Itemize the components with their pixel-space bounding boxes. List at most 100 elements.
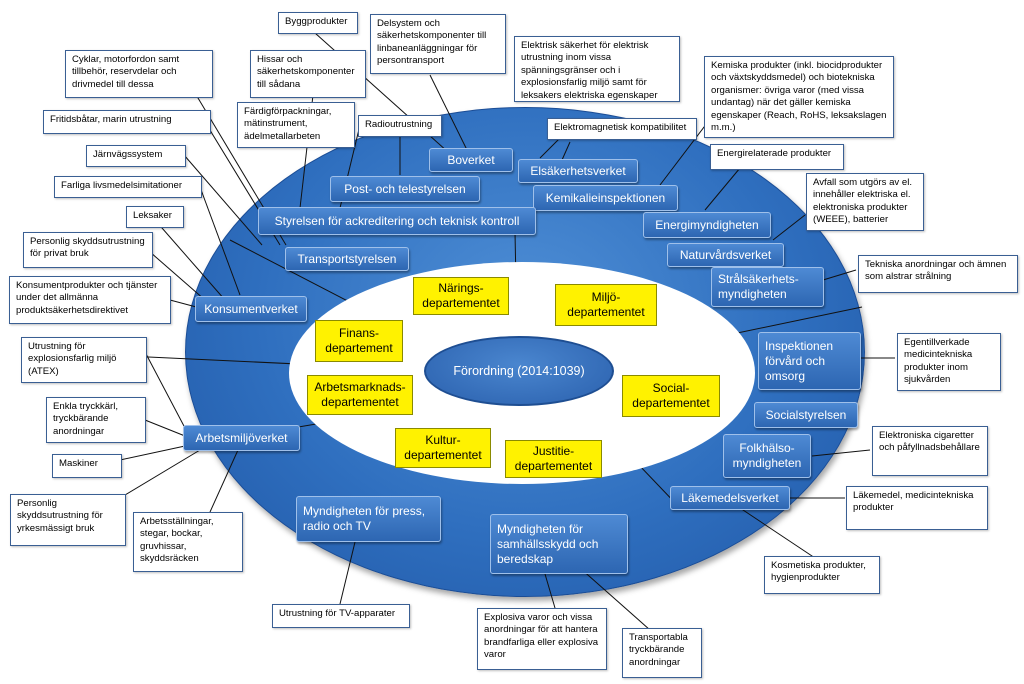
note-text: Delsystem och säkerhetskomponenter till …: [377, 18, 487, 67]
note-text: Färdigförpackningar, mätinstrument, ädel…: [244, 106, 332, 142]
note-elektroniska-cigaretter: Elektroniska cigaretter och påfyllnadsbe…: [872, 426, 988, 476]
agency-label: Arbetsmiljöverket: [195, 430, 288, 445]
note-text: Konsumentprodukter och tjänster under de…: [16, 280, 158, 316]
agency-arbetsmiljoverket: Arbetsmiljöverket: [183, 425, 300, 451]
note-text: Utrustning för TV-apparater: [279, 608, 396, 619]
note-text: Byggprodukter: [285, 16, 348, 27]
note-text: Energirelaterade produkter: [717, 148, 832, 159]
agency-stralsakerhetsmyndigheten: Strålsäkerhets- myndigheten: [711, 267, 824, 307]
note-delsystem: Delsystem och säkerhetskomponenter till …: [370, 14, 506, 74]
note-text: Avfall som utgörs av el. innehåller elek…: [813, 177, 913, 226]
note-text: Utrustning för explosionsfarlig miljö (A…: [28, 341, 117, 377]
connector: [704, 167, 741, 211]
note-text: Personlig skyddsutrustning för yrkesmäss…: [17, 498, 103, 534]
agency-transportstyrelsen: Transportstyrelsen: [285, 247, 409, 271]
note-text: Elektroniska cigaretter och påfyllnadsbe…: [879, 430, 980, 454]
note-egentillverkade: Egentillverkade medicintekniska produkte…: [897, 333, 1001, 391]
connector: [144, 351, 186, 429]
note-atex: Utrustning för explosionsfarlig miljö (A…: [21, 337, 147, 383]
note-text: Hissar och säkerhetskomponenter till såd…: [257, 54, 355, 90]
agency-label: Post- och telestyrelsen: [344, 181, 466, 196]
agency-socialstyrelsen: Socialstyrelsen: [754, 402, 858, 428]
agency-label: Elsäkerhetsverket: [530, 163, 626, 178]
note-farliga-livsmedel: Farliga livsmedelsimitationer: [54, 176, 202, 198]
agency-label: Konsumentverket: [204, 301, 298, 316]
note-text: Elektrisk säkerhet för elektrisk utrustn…: [521, 40, 658, 101]
dept-label: Finans- departement: [325, 325, 393, 355]
note-cyklar: Cyklar, motorfordon samt tillbehör, rese…: [65, 50, 213, 98]
connector: [183, 154, 263, 246]
note-text: Läkemedel, medicintekniska produkter: [853, 490, 974, 514]
agency-label: Läkemedelsverket: [681, 490, 779, 505]
note-energirelaterade: Energirelaterade produkter: [710, 144, 844, 170]
note-leksaker: Leksaker: [126, 206, 184, 228]
connector: [579, 567, 651, 631]
note-text: Leksaker: [133, 210, 172, 221]
dept-label: Kultur- departementet: [404, 432, 482, 462]
note-tekniska-anordningar: Tekniska anordningar och ämnen som alstr…: [858, 255, 1018, 293]
connector: [149, 251, 206, 301]
agency-ivo: Inspektionen förvård och omsorg: [758, 332, 861, 390]
note-text: Explosiva varor och vissa anordningar fö…: [484, 612, 599, 661]
note-radioutrustning: Radioutrustning: [358, 115, 442, 137]
agency-boverket: Boverket: [429, 148, 513, 172]
note-text: Personlig skyddsutrustning för privat br…: [30, 236, 145, 260]
note-text: Kosmetiska produkter, hygienprodukter: [771, 560, 866, 584]
connector: [544, 573, 556, 609]
agency-label: Folkhälso- myndigheten: [732, 441, 802, 470]
agency-elsakerhetsverket: Elsäkerhetsverket: [518, 159, 638, 183]
note-elektrisk: Elektrisk säkerhet för elektrisk utrustn…: [514, 36, 680, 102]
agency-swedac: Styrelsen för ackreditering och teknisk …: [258, 207, 536, 235]
agency-label: Strålsäkerhets- myndigheten: [718, 272, 799, 301]
note-maskiner: Maskiner: [52, 454, 122, 478]
dept-label: Arbetsmarknads- departementet: [314, 379, 406, 409]
agency-label: Naturvårdsverket: [679, 247, 772, 262]
agency-energimyndigheten: Energimyndigheten: [643, 212, 771, 238]
note-byggprodukter: Byggprodukter: [278, 12, 358, 34]
note-text: Farliga livsmedelsimitationer: [61, 180, 183, 191]
note-personlig-privat: Personlig skyddsutrustning för privat br…: [23, 232, 153, 268]
agency-label: Styrelsen för ackreditering och teknisk …: [274, 213, 520, 228]
connector: [119, 445, 186, 461]
connector: [209, 449, 239, 513]
note-text: Enkla tryckkärl, tryckbärande anordninga…: [53, 401, 119, 437]
connector: [154, 219, 226, 301]
connector: [822, 269, 857, 281]
note-avfall: Avfall som utgörs av el. innehåller elek…: [806, 173, 924, 231]
dept-label: Justitie- departementet: [514, 443, 593, 473]
connector: [124, 449, 201, 496]
agency-post-telestyrelsen: Post- och telestyrelsen: [330, 176, 480, 202]
agency-naturvardsverket: Naturvårdsverket: [667, 243, 784, 267]
note-kosmetiska: Kosmetiska produkter, hygienprodukter: [764, 556, 880, 594]
connector: [561, 141, 571, 161]
agency-label: Boverket: [447, 152, 495, 167]
dept-socialdepartementet: Social- departementet: [622, 375, 720, 417]
agency-label: Inspektionen förvård och omsorg: [765, 338, 834, 383]
note-lakemedel: Läkemedel, medicintekniska produkter: [846, 486, 988, 530]
connector: [429, 74, 469, 153]
note-elektromagnetisk: Elektromagnetisk kompatibilitet: [547, 118, 697, 140]
note-personlig-yrke: Personlig skyddsutrustning för yrkesmäss…: [10, 494, 126, 546]
note-transportabla: Transportabla tryckbärande anordningar: [622, 628, 702, 678]
dept-label: Social- departementet: [632, 380, 710, 410]
connector: [772, 214, 806, 241]
note-tv-apparater: Utrustning för TV-apparater: [272, 604, 410, 628]
dept-label: Närings- departementet: [422, 280, 500, 310]
note-enkla-tryckkarl: Enkla tryckkärl, tryckbärande anordninga…: [46, 397, 146, 443]
dept-kulturdepartementet: Kultur- departementet: [395, 428, 491, 468]
note-text: Transportabla tryckbärande anordningar: [629, 632, 688, 668]
agency-konsumentverket: Konsumentverket: [195, 296, 307, 322]
agency-label: Myndigheten för samhällsskydd och bereds…: [497, 521, 599, 566]
note-arbetsstallningar: Arbetsställningar, stegar, bockar, gruvh…: [133, 512, 243, 572]
agency-label: Kemikalieinspektionen: [545, 190, 666, 205]
connector: [811, 449, 871, 457]
agency-msb: Myndigheten för samhällsskydd och bereds…: [490, 514, 628, 574]
connector: [739, 507, 816, 559]
note-hissar: Hissar och säkerhetskomponenter till såd…: [250, 50, 366, 98]
note-jarnvagssystem: Järnvägssystem: [86, 145, 186, 167]
dept-label: Miljö- departementet: [567, 289, 645, 319]
center-label: Förordning (2014:1039): [453, 364, 585, 378]
dept-arbetsmarknadsdepartementet: Arbetsmarknads- departementet: [307, 375, 413, 415]
note-text: Fritidsbåtar, marin utrustning: [50, 114, 172, 125]
note-text: Kemiska produkter (inkl. biocidprodukter…: [711, 60, 887, 134]
